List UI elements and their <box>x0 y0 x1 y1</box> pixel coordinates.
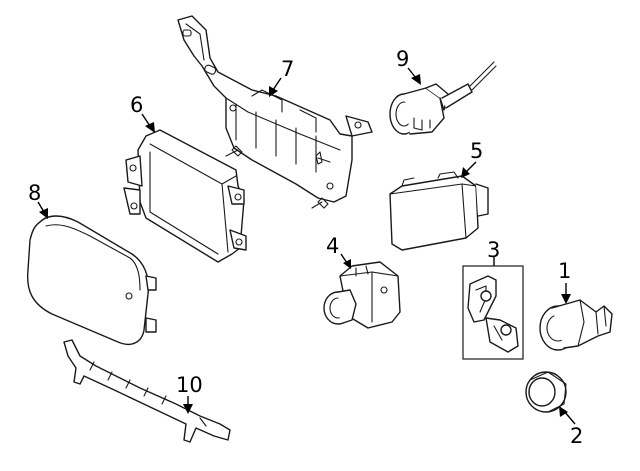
callout-3: 3 <box>487 238 500 266</box>
callout-3-label: 3 <box>487 238 500 262</box>
part-7-bracket <box>177 15 373 209</box>
callout-5-leader <box>465 161 477 173</box>
callout-1-arrowhead <box>561 294 571 304</box>
part-4-camera <box>323 261 401 329</box>
callout-4-arrowhead <box>343 259 351 269</box>
callout-5-arrowhead <box>461 167 470 178</box>
callout-1-label: 1 <box>558 259 571 283</box>
callout-2-label: 2 <box>570 424 583 448</box>
callout-9-label: 9 <box>396 47 409 71</box>
callout-6-label: 6 <box>130 93 143 117</box>
callout-5-label: 5 <box>470 139 483 163</box>
callout-8: 8 <box>28 181 48 219</box>
part-10-bracket-strip <box>63 339 231 443</box>
callout-7-label: 7 <box>281 57 294 81</box>
part-6-control-module <box>123 129 247 263</box>
callout-10-arrowhead <box>183 404 193 414</box>
callout-9-leader <box>407 67 417 79</box>
part-9-temperature-sensor <box>389 61 497 135</box>
callout-8-arrowhead <box>39 208 48 219</box>
callout-9-arrowhead <box>411 74 421 85</box>
callout-4-label: 4 <box>326 234 339 258</box>
callout-10: 10 <box>176 373 203 414</box>
part-2-retaining-ring <box>525 371 567 413</box>
part-1-parking-sensor <box>539 299 613 351</box>
part-3-bracket-set <box>462 265 524 360</box>
part-5-module <box>389 171 489 251</box>
part-8-sensor-housing <box>26 215 157 346</box>
callout-6: 6 <box>130 93 155 133</box>
callout-9: 9 <box>396 47 421 85</box>
callout-2: 2 <box>559 406 583 448</box>
callout-4: 4 <box>326 234 351 269</box>
callout-5: 5 <box>461 139 483 178</box>
callout-1: 1 <box>558 259 571 304</box>
callout-2-arrowhead <box>559 406 568 417</box>
callout-6-leader <box>141 113 151 127</box>
callout-10-label: 10 <box>176 373 203 397</box>
callout-7-leader <box>272 77 282 91</box>
callout-8-label: 8 <box>28 181 41 205</box>
callout-7: 7 <box>269 57 294 97</box>
callout-7-arrowhead <box>269 86 278 97</box>
callout-6-arrowhead <box>145 122 155 133</box>
